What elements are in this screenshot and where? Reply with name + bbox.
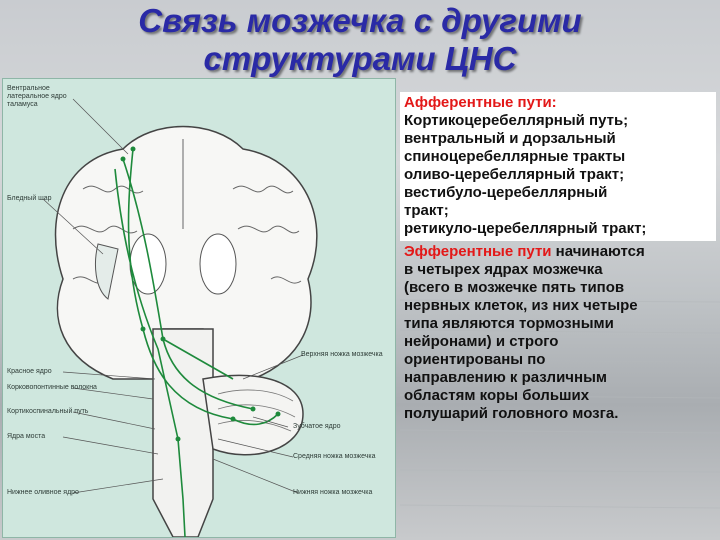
text-panel: Афферентные пути: Кортикоцеребеллярный п…: [400, 92, 716, 423]
afferent-item-7: ретикуло-церебеллярный тракт;: [404, 220, 647, 237]
label-corticopontine: Корковопонтинные волокна: [7, 384, 97, 391]
efferent-line-1: в четырех ядрах мозжечка: [404, 261, 603, 278]
afferent-item-1: Кортикоцеребеллярный путь;: [404, 112, 629, 129]
afferent-item-5: вестибуло-церебеллярный: [404, 184, 608, 201]
label-ventral-nucleus: Вентральное латеральное ядро таламуса: [7, 85, 67, 108]
efferent-line-3: нервных клеток, из них четыре: [404, 297, 638, 314]
afferent-item-3: спиноцеребеллярные тракты: [404, 148, 626, 165]
efferent-line-2: (всего в мозжечке пять типов: [404, 279, 625, 296]
efferent-block: Эфферентные пути начинаются в четырех яд…: [404, 243, 716, 423]
thalamus-right: [199, 233, 237, 295]
label-middle-peduncle: Средняя ножка мозжечка: [293, 453, 376, 460]
brainstem: [152, 328, 214, 537]
brain-diagram: Вентральное латеральное ядро таламуса Бл…: [2, 78, 396, 538]
efferent-line-4: типа являются тормозными: [404, 315, 614, 332]
cerebellum: [202, 374, 304, 456]
efferent-line-9: полушарий головного мозга.: [404, 405, 619, 422]
label-corticospinal: Кортикоспинальный путь: [7, 408, 89, 415]
title-line-2: структурами ЦНС: [203, 40, 517, 77]
efferent-heading: Эфферентные пути: [404, 243, 552, 260]
slide-title: Связь мозжечка с другими структурами ЦНС: [0, 2, 720, 78]
efferent-line-8: областям коры больших: [404, 387, 590, 404]
label-inferior-peduncle: Нижняя ножка мозжечка: [293, 489, 373, 496]
label-dentate: Зубчатое ядро: [293, 423, 341, 430]
efferent-line-6: ориентированы по: [404, 351, 546, 368]
afferent-item-4: оливо-церебеллярный тракт;: [404, 166, 625, 183]
label-superior-peduncle: Верхняя ножка мозжечка: [301, 351, 383, 358]
efferent-first-line: Эфферентные пути начинаются: [404, 243, 716, 261]
putamen: [95, 243, 119, 300]
efferent-rest: начинаются: [551, 243, 645, 260]
afferent-heading: Афферентные пути:: [404, 94, 557, 111]
label-pontine-nuclei: Ядра моста: [7, 433, 46, 440]
title-line-1: Связь мозжечка с другими: [138, 2, 582, 39]
label-red-nucleus: Красное ядро: [7, 368, 52, 375]
afferent-block: Афферентные пути: Кортикоцеребеллярный п…: [400, 92, 716, 241]
afferent-item-2: вентральный и дорзальный: [404, 130, 616, 147]
efferent-line-5: нейронами) и строго: [404, 333, 559, 350]
label-inferior-olive: Нижнее оливное ядро: [7, 489, 79, 496]
afferent-item-6: тракт;: [404, 202, 449, 219]
brain-drawing: [42, 98, 318, 537]
label-globus-pallidus: Бледный шар: [7, 195, 52, 202]
efferent-line-7: направлению к различным: [404, 369, 607, 386]
